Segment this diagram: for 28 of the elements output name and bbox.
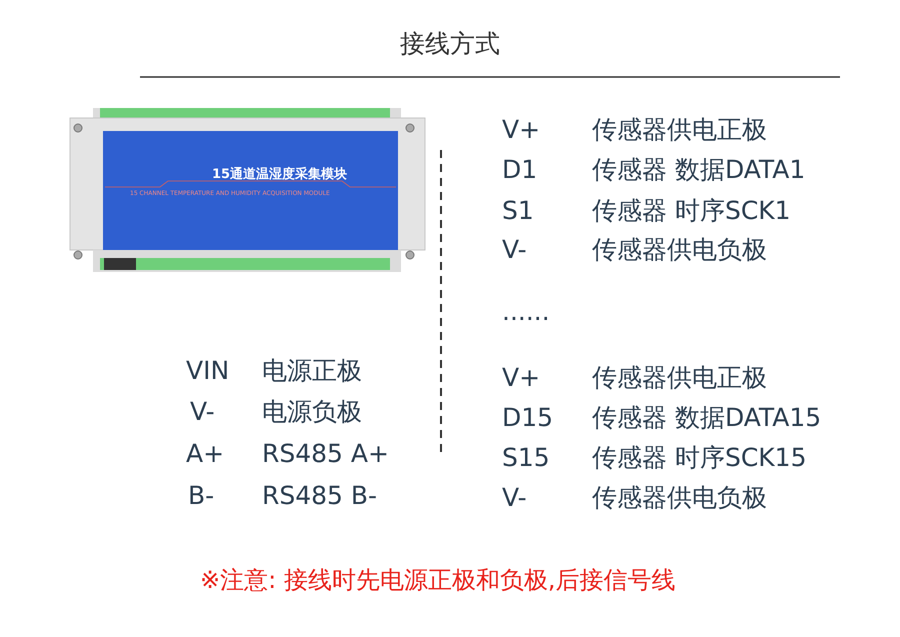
pin-name: V+ <box>502 114 540 146</box>
pin-description: S15 <box>502 442 550 474</box>
pin-description: V+ <box>502 362 540 394</box>
pin-name: B- <box>188 480 214 512</box>
pin-name: D1 <box>502 154 538 186</box>
pin-name: 传感器供电负极 <box>592 482 767 514</box>
pin-description: 传感器供电负极 <box>592 234 767 266</box>
pin-description: V- <box>502 482 527 514</box>
pin-description: 电源正极 <box>262 355 362 387</box>
pin-description: 电源负极 <box>262 396 362 428</box>
pin-name: VIN <box>186 355 230 387</box>
pin-name: V- <box>502 234 527 266</box>
pin-name: 传感器供电正极 <box>592 362 767 394</box>
pin-name: A+ <box>186 438 224 470</box>
pin-name: S1 <box>502 195 534 227</box>
pin-name: V- <box>190 396 215 428</box>
pin-name: 传感器 时序SCK15 <box>592 442 806 474</box>
pin-description: 传感器供电正极 <box>592 114 767 146</box>
pin-description: 传感器 时序SCK1 <box>592 195 791 227</box>
pin-name: 传感器 数据DATA15 <box>592 402 822 434</box>
pin-description: D15 <box>502 402 554 434</box>
module-title: 15通道温湿度采集模块 <box>212 167 348 183</box>
pin-description: RS485 B- <box>262 480 378 512</box>
warning-note: ※注意: 接线时先电源正极和负极,后接信号线 <box>200 565 676 596</box>
pin-description: 传感器 数据DATA1 <box>592 154 806 186</box>
title: 接线方式 <box>399 28 501 60</box>
pin-description: RS485 A+ <box>262 438 389 470</box>
ellipsis-text: ...... <box>502 296 550 328</box>
